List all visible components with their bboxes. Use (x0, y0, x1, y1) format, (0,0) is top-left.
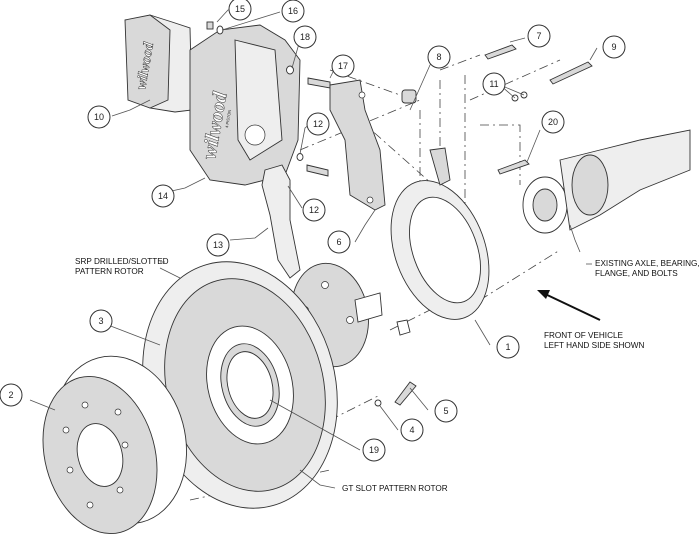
svg-text:11: 11 (489, 79, 498, 89)
svg-text:4: 4 (409, 425, 414, 435)
callout-19: 19 (362, 438, 386, 462)
callout-14: 14 (151, 184, 175, 208)
svg-text:20: 20 (548, 117, 558, 127)
callout-8: 8 (427, 45, 451, 69)
front-note-line2: LEFT HAND SIDE SHOWN (544, 341, 644, 350)
caliper: wilwood 4 PISTON (189, 24, 301, 186)
caliper-marking: 4 PISTON (224, 109, 232, 128)
svg-text:10: 10 (94, 112, 104, 122)
callout-12-lower: 12 (302, 198, 326, 222)
parking-brake-assembly (390, 147, 490, 320)
svg-text:6: 6 (336, 237, 341, 247)
callout-9: 9 (602, 35, 626, 59)
axle-bearing-flange (522, 129, 691, 234)
svg-text:1: 1 (505, 342, 510, 352)
callout-11: 11 (482, 72, 506, 96)
washer-4 (374, 399, 382, 407)
callout-15: 15 (228, 0, 252, 21)
svg-text:15: 15 (235, 4, 245, 14)
lug-nut (396, 319, 411, 336)
bolt-9 (549, 61, 593, 85)
stud-lower (306, 164, 329, 177)
annotations: SRP DRILLED/SLOTTED PATTERN ROTOR GT SLO… (75, 257, 700, 493)
callout-17: 17 (331, 54, 355, 78)
svg-text:18: 18 (300, 32, 310, 42)
caliper-bracket (329, 79, 386, 211)
svg-text:12: 12 (313, 119, 323, 129)
svg-text:7: 7 (536, 31, 541, 41)
svg-text:2: 2 (8, 390, 13, 400)
svg-text:5: 5 (443, 406, 448, 416)
rotor (142, 261, 338, 509)
srp-rotor-note-line1: SRP DRILLED/SLOTTED (75, 257, 169, 266)
callout-3: 3 (89, 309, 113, 333)
callout-4: 4 (400, 418, 424, 442)
callout-6: 6 (327, 230, 351, 254)
callout-1: 1 (496, 335, 520, 359)
svg-text:19: 19 (369, 445, 379, 455)
washer-12-upper (296, 153, 304, 161)
callout-18: 18 (293, 25, 317, 49)
front-note-line1: FRONT OF VEHICLE (544, 331, 624, 340)
brake-pads: wilwood (124, 14, 193, 113)
axle-note-line2: FLANGE, AND BOLTS (595, 269, 678, 278)
bolt-5 (394, 381, 417, 406)
svg-text:16: 16 (288, 6, 298, 16)
callout-13: 13 (206, 233, 230, 257)
svg-text:3: 3 (98, 316, 103, 326)
gt-rotor-note: GT SLOT PATTERN ROTOR (342, 484, 448, 493)
svg-text:12: 12 (309, 205, 319, 215)
stud (307, 77, 331, 89)
callout-16: 16 (281, 0, 305, 23)
bracket-support (261, 164, 301, 279)
callout-12-upper: 12 (306, 112, 330, 136)
svg-text:9: 9 (611, 42, 616, 52)
front-arrow (537, 290, 601, 321)
hat-drum (42, 355, 187, 535)
svg-text:8: 8 (436, 52, 441, 62)
callout-5: 5 (434, 399, 458, 423)
axle-note-line1: EXISTING AXLE, BEARING, (595, 259, 700, 268)
bolt-7 (484, 44, 517, 60)
callout-7: 7 (527, 24, 551, 48)
svg-text:17: 17 (338, 61, 348, 71)
svg-text:13: 13 (213, 240, 223, 250)
callout-2: 2 (0, 383, 23, 407)
bolt-20 (497, 159, 530, 175)
svg-text:14: 14 (158, 191, 168, 201)
srp-rotor-note-line2: PATTERN ROTOR (75, 267, 144, 276)
callouts: 1 2 3 4 5 6 7 8 9 10 11 12 12 13 14 15 1… (0, 0, 626, 462)
callout-20: 20 (541, 110, 565, 134)
callout-10: 10 (87, 105, 111, 129)
